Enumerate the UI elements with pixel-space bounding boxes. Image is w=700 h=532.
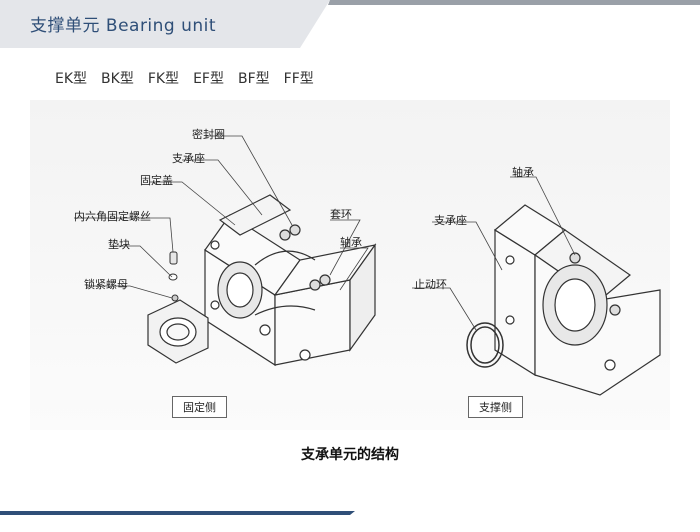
support-side-block bbox=[493, 204, 661, 396]
figure-caption: 支承单元的结构 bbox=[301, 447, 399, 463]
type-bf: BF型 bbox=[237, 71, 270, 87]
screw-and-pad bbox=[168, 251, 179, 302]
structure-figure: 密封圈 支承座 固定盖 内六角固定螺丝 垫块 锁紧螺母 套环 轴承 固定侧 轴承… bbox=[30, 100, 670, 430]
label-snap-ring: 止动环 bbox=[414, 278, 447, 291]
type-ek: EK型 bbox=[55, 71, 88, 87]
label-bearing-fixed: 轴承 bbox=[340, 236, 362, 249]
lock-nut bbox=[147, 299, 209, 364]
label-hex-socket-screw: 内六角固定螺丝 bbox=[74, 210, 151, 223]
bearing-unit-illustration bbox=[74, 135, 661, 396]
footer-line bbox=[0, 511, 355, 515]
label-seal-ring: 密封圈 bbox=[192, 128, 225, 141]
type-bk: BK型 bbox=[101, 71, 134, 87]
type-fk: FK型 bbox=[147, 71, 180, 87]
type-list: EK型 BK型 FK型 EF型 BF型 FF型 bbox=[55, 68, 314, 88]
section-header: 支撑单元 Bearing unit bbox=[0, 0, 700, 48]
leader-lines bbox=[74, 135, 576, 331]
snap-ring bbox=[466, 322, 504, 368]
type-ff: FF型 bbox=[283, 71, 314, 87]
header-band bbox=[0, 0, 700, 48]
support-side-tag: 支撑侧 bbox=[468, 396, 523, 418]
fixed-side-block bbox=[204, 194, 377, 367]
label-pad: 垫块 bbox=[108, 238, 130, 251]
page-title: 支撑单元 Bearing unit bbox=[30, 16, 217, 36]
type-ef: EF型 bbox=[193, 71, 224, 87]
label-lock-nut: 锁紧螺母 bbox=[84, 278, 128, 291]
label-fixing-cover: 固定盖 bbox=[140, 174, 173, 187]
label-bearing-support: 轴承 bbox=[512, 166, 534, 179]
fixed-side-tag: 固定侧 bbox=[172, 396, 227, 418]
label-support-seat-fixed: 支承座 bbox=[172, 152, 205, 165]
label-support-seat-support: 支承座 bbox=[434, 214, 467, 227]
label-collar: 套环 bbox=[330, 208, 352, 221]
